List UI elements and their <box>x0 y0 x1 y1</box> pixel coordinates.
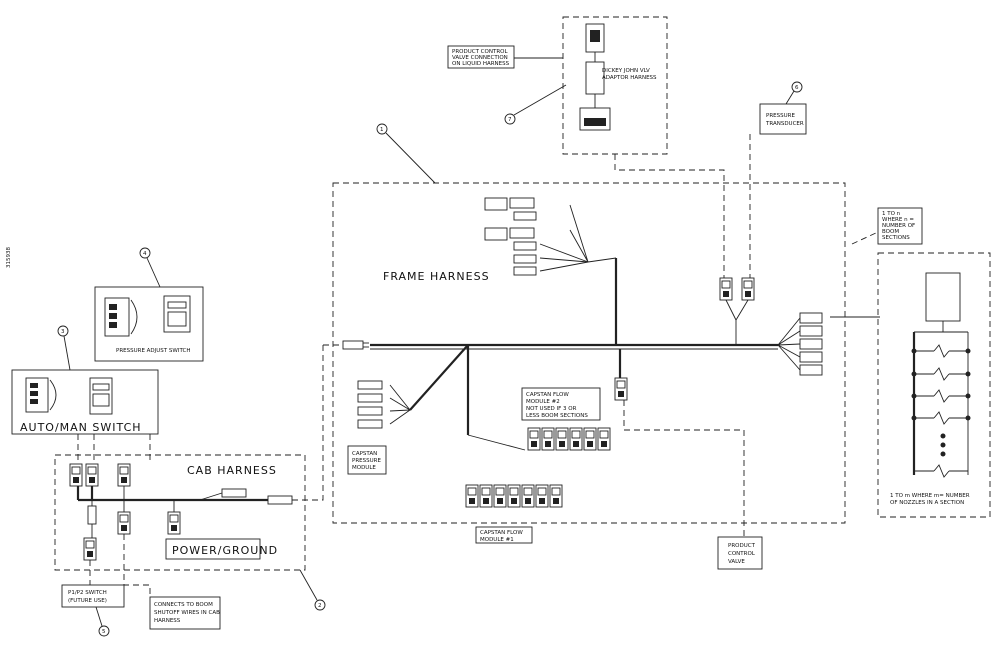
capstan-flow-1-line1: CAPSTAN FLOW <box>480 530 523 536</box>
p1p2-callout-number: 5 <box>102 629 106 635</box>
product-control-note-line1: PRODUCT CONTROL <box>452 49 508 55</box>
pressure-transducer-callout-number: 6 <box>795 85 799 91</box>
capstan-pressure-line3: MODULE <box>352 465 376 471</box>
auto-man-title: AUTO/MAN SWITCH <box>20 421 142 434</box>
nozzle-rows <box>911 344 971 478</box>
product-control-note-line2: VALVE CONNECTION <box>452 55 508 61</box>
capstan-flow-2-line2: MODULE #2 <box>526 399 560 405</box>
nozzles-line1: 1 TO m WHERE m= NUMBER <box>890 493 970 499</box>
boom-section-count-box <box>877 207 923 245</box>
auto-man-switch <box>25 377 113 415</box>
connects-line3: HARNESS <box>154 618 181 624</box>
connects-line1: CONNECTS TO BOOM <box>154 602 213 608</box>
product-control-note-line3: ON LIQUID HARNESS <box>452 61 510 67</box>
boom-section-connectors <box>799 312 823 376</box>
product-control-valve-box <box>717 536 763 570</box>
product-control-valve-connector <box>614 377 628 401</box>
frame-harness-callout-number: 1 <box>380 127 384 133</box>
pressure-transducer-box <box>759 103 807 135</box>
capstan-flow-module-1-box <box>475 526 533 544</box>
cab-harness-callout <box>314 599 326 611</box>
p1p2-box <box>61 584 125 608</box>
frame-harness-title: FRAME HARNESS <box>383 270 490 283</box>
dickey-john-adaptor-harness <box>579 23 611 131</box>
pressure-transducer-line1: PRESSURE <box>766 113 795 119</box>
capstan-pressure-connectors <box>357 380 383 429</box>
pressure-adjust-title: PRESSURE ADJUST SWITCH <box>116 348 190 354</box>
pressure-adjust-callout-number: 4 <box>143 251 147 257</box>
capstan-flow-module-1-connectors <box>465 484 563 508</box>
dickey-john-line2: ADAPTOR HARNESS <box>602 75 657 81</box>
p1p2-line1: P1/P2 SWITCH <box>68 590 107 596</box>
product-control-valve-line2: CONTROL <box>728 551 756 557</box>
dickey-john-line1: DICKEY JOHN VLV <box>602 68 650 74</box>
boom-sections-line4: BOOM <box>882 229 899 235</box>
product-control-note-box <box>447 45 515 69</box>
p1p2-line2: (FUTURE USE) <box>68 598 107 604</box>
cab-harness-connectors <box>69 463 181 561</box>
boom-section-valve <box>925 272 961 322</box>
capstan-flow-2-line1: CAPSTAN FLOW <box>526 392 569 398</box>
boom-sections-line2: WHERE n = <box>882 217 914 223</box>
frame-upper-connectors <box>484 197 537 276</box>
capstan-flow-2-line4: LESS BOOM SECTIONS <box>526 413 588 419</box>
pressure-adjust-switch <box>104 295 191 337</box>
product-control-valve-line3: VALVE <box>728 559 745 565</box>
frame-harness-boundary <box>332 182 846 524</box>
cab-harness-boundary <box>54 454 306 571</box>
trunk-end-connector <box>342 340 370 350</box>
connects-line2: SHUTOFF WIRES IN CAB <box>154 610 220 616</box>
boom-section-boundary <box>877 252 991 518</box>
boom-sections-line5: SECTIONS <box>882 235 910 241</box>
valve-connector <box>719 277 733 301</box>
dickey-john-callout-number: 7 <box>508 117 512 123</box>
drawing-number: 315938 <box>6 247 12 268</box>
capstan-flow-module-2-box <box>521 387 601 421</box>
power-ground-title: POWER/GROUND <box>172 544 278 557</box>
transducer-connector <box>741 277 755 301</box>
pressure-transducer-callout <box>791 81 803 93</box>
boom-sections-line1: 1 TO n <box>882 211 901 217</box>
cab-harness-callout-number: 2 <box>318 603 322 609</box>
capstan-pressure-line1: CAPSTAN <box>352 451 377 457</box>
dickey-john-boundary <box>562 16 668 155</box>
p1p2-callout <box>98 625 110 637</box>
capstan-flow-2-line3: NOT USED IF 3 OR <box>526 406 577 412</box>
boom-sections-line3: NUMBER OF <box>882 223 915 229</box>
power-ground-box <box>165 538 261 560</box>
pressure-transducer-line2: TRANSDUCER <box>765 121 804 127</box>
dickey-john-callout <box>504 113 516 125</box>
product-control-valve-line1: PRODUCT <box>728 543 756 549</box>
nozzles-line2: OF NOZZLES IN A SECTION <box>890 500 964 506</box>
capstan-pressure-box <box>347 445 387 475</box>
capstan-flow-1-line2: MODULE #1 <box>480 537 514 543</box>
connects-box <box>149 596 221 630</box>
pressure-adjust-callout <box>139 247 151 259</box>
auto-man-callout-number: 3 <box>61 329 65 335</box>
frame-harness-callout <box>376 123 388 135</box>
capstan-flow-module-2-connectors <box>527 427 611 451</box>
capstan-pressure-line2: PRESSURE <box>352 458 381 464</box>
auto-man-callout <box>57 325 69 337</box>
cab-harness-end-connector <box>267 495 293 505</box>
cab-harness-title: CAB HARNESS <box>187 464 277 477</box>
